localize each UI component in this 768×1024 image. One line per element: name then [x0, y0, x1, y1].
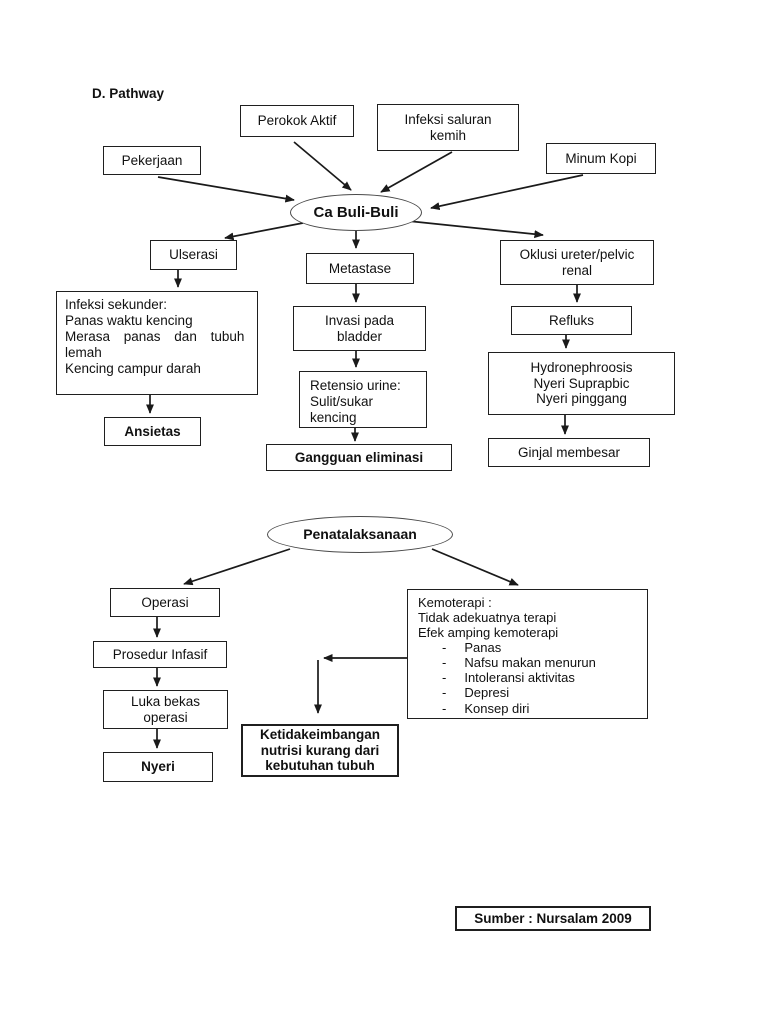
list-dash: -	[442, 640, 447, 656]
node-pekerjaan: Pekerjaan	[103, 146, 201, 175]
node-kemoterapi: Kemoterapi : Tidak adekuatnya terapi Efe…	[407, 589, 648, 719]
kemoterapi-side-effect-item: - Depresi	[418, 685, 637, 700]
node-penatalaksanaan: Penatalaksanaan	[267, 516, 453, 553]
infeksi-sekunder-line3: Merasa panas dan tubuh	[65, 328, 245, 344]
arrow-perokok-to-cabulibuli	[293, 141, 352, 191]
node-infeksi-saluran-kemih: Infeksi saluran kemih	[377, 104, 519, 151]
node-hydronephrosis: Hydronephroosis Nyeri Suprapbic Nyeri pi…	[488, 352, 675, 415]
node-ulserasi: Ulserasi	[150, 240, 237, 270]
node-invasi-pada-bladder: Invasi pada bladder	[293, 306, 426, 351]
node-operasi: Operasi	[110, 588, 220, 617]
node-oklusi-ureter: Oklusi ureter/pelvic renal	[500, 240, 654, 285]
arrow-infeksisaluran-to-cabulibuli	[380, 151, 453, 193]
arrow-penatalaksanaan-to-operasi	[183, 548, 291, 586]
node-retensio-urine: Retensio urine: Sulit/sukar kencing	[299, 371, 427, 428]
arrow-cabulibuli-to-oklusi	[407, 220, 544, 239]
source-box: Sumber : Nursalam 2009	[455, 906, 651, 931]
node-ansietas: Ansietas	[104, 417, 201, 446]
list-dash: -	[442, 670, 447, 686]
node-ca-buli-buli: Ca Buli-Buli	[290, 194, 422, 231]
list-item-label: Konsep diri	[464, 700, 530, 716]
kemoterapi-header: Kemoterapi : Tidak adekuatnya terapi Efe…	[418, 595, 559, 641]
node-nyeri: Nyeri	[103, 752, 213, 782]
kemoterapi-side-effects-list: - Panas - Nafsu makan menurun - Intolera…	[418, 640, 637, 715]
list-dash: -	[442, 685, 447, 701]
node-ginjal-membesar: Ginjal membesar	[488, 438, 650, 467]
kemoterapi-side-effect-item: - Konsep diri	[418, 701, 637, 716]
arrow-cabulibuli-to-ulserasi	[224, 222, 304, 241]
node-metastase: Metastase	[306, 253, 414, 284]
list-item-label: Nafsu makan menurun	[464, 655, 596, 671]
page-title: D. Pathway	[92, 86, 165, 101]
list-dash: -	[442, 655, 447, 671]
infeksi-sekunder-line1: Infeksi sekunder:	[65, 297, 168, 312]
list-item-label: Panas	[464, 640, 502, 656]
list-dash: -	[442, 700, 447, 716]
infeksi-sekunder-line2: Panas waktu kencing	[65, 312, 193, 328]
infeksi-sekunder-line4: lemah	[65, 344, 102, 360]
kemoterapi-side-effect-item: - Intoleransi aktivitas	[418, 670, 637, 685]
kemoterapi-side-effect-item: - Nafsu makan menurun	[418, 655, 637, 670]
list-item-label: Depresi	[464, 685, 510, 701]
list-item-label: Intoleransi aktivitas	[464, 670, 575, 686]
arrow-minumkopi-to-cabulibuli	[430, 174, 584, 211]
arrow-pekerjaan-to-cabulibuli	[157, 176, 295, 203]
node-ketidakseimbangan-nutrisi: Ketidakeimbangan nutrisi kurang dari keb…	[241, 724, 399, 777]
node-perokok-aktif: Perokok Aktif	[240, 105, 354, 137]
node-prosedur-infasif: Prosedur Infasif	[93, 641, 227, 668]
node-infeksi-sekunder: Infeksi sekunder: Panas waktu kencing Me…	[56, 291, 258, 395]
node-minum-kopi: Minum Kopi	[546, 143, 656, 174]
node-refluks: Refluks	[511, 306, 632, 335]
infeksi-sekunder-line5: Kencing campur darah	[65, 360, 201, 376]
node-gangguan-eliminasi: Gangguan eliminasi	[266, 444, 452, 471]
arrow-penatalaksanaan-to-kemoterapi	[431, 548, 519, 586]
node-luka-bekas-operasi: Luka bekas operasi	[103, 690, 228, 729]
kemoterapi-side-effect-item: - Panas	[418, 640, 637, 655]
